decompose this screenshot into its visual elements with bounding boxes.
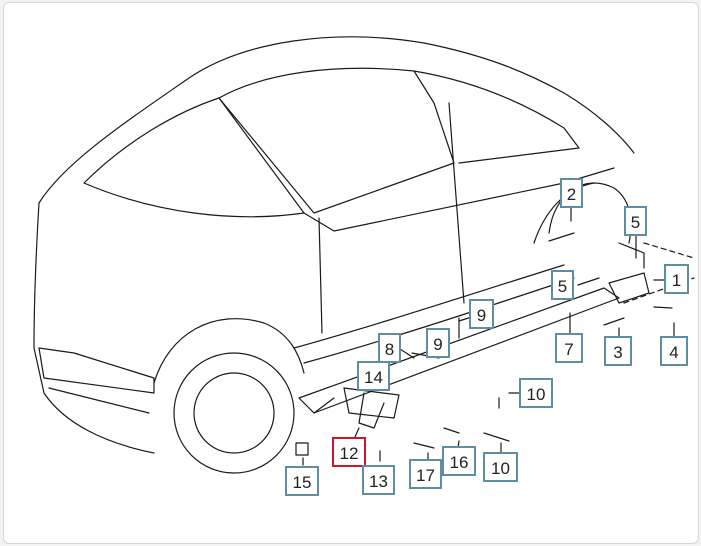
- callout-part-9[interactable]: 9: [426, 328, 450, 358]
- screw-17: [413, 442, 435, 449]
- callout-part-9[interactable]: 9: [469, 299, 494, 329]
- callout-part-4[interactable]: 4: [660, 336, 688, 366]
- front-wheel-arch: [153, 318, 305, 384]
- car-roof-outline: [38, 36, 635, 204]
- callout-part-16[interactable]: 16: [442, 446, 476, 476]
- diagram-frame: 2 5 1 5 9 8 9 14 7 3 4 10 12 16 10 17 13…: [3, 2, 699, 544]
- callout-part-5[interactable]: 5: [624, 206, 647, 236]
- car-headlamp: [38, 347, 155, 394]
- car-windshield: [83, 97, 305, 218]
- callout-part-8[interactable]: 8: [378, 333, 401, 363]
- car-side-windows: [218, 67, 455, 214]
- car-door-line: [318, 217, 323, 334]
- screw-3: [603, 317, 625, 326]
- callout-part-1[interactable]: 1: [664, 264, 689, 294]
- leader-lines: [302, 202, 675, 466]
- front-wheel: [173, 352, 295, 474]
- screw-2: [548, 232, 575, 242]
- callout-part-10[interactable]: 10: [483, 452, 518, 482]
- rear-bracket: [608, 272, 650, 304]
- callout-part-7[interactable]: 7: [555, 333, 583, 363]
- callout-part-13[interactable]: 13: [362, 465, 395, 495]
- callout-part-15[interactable]: 15: [285, 466, 319, 496]
- callout-part-10[interactable]: 10: [519, 378, 553, 408]
- screw-10-b: [483, 432, 510, 442]
- sill-trim: [298, 287, 620, 414]
- callout-part-3[interactable]: 3: [604, 336, 632, 366]
- callout-part-2[interactable]: 2: [560, 178, 583, 208]
- clip-15: [295, 442, 309, 456]
- callout-part-5[interactable]: 5: [551, 270, 574, 300]
- screw-16: [443, 427, 460, 434]
- car-sill-diagram: [33, 36, 695, 474]
- callout-part-17[interactable]: 17: [409, 459, 442, 489]
- callout-part-14[interactable]: 14: [357, 361, 390, 391]
- car-hood-outline: [33, 202, 155, 454]
- screw-4: [653, 306, 673, 309]
- car-rocker-line: [293, 264, 565, 349]
- callout-part-12-selected[interactable]: 12: [332, 437, 366, 467]
